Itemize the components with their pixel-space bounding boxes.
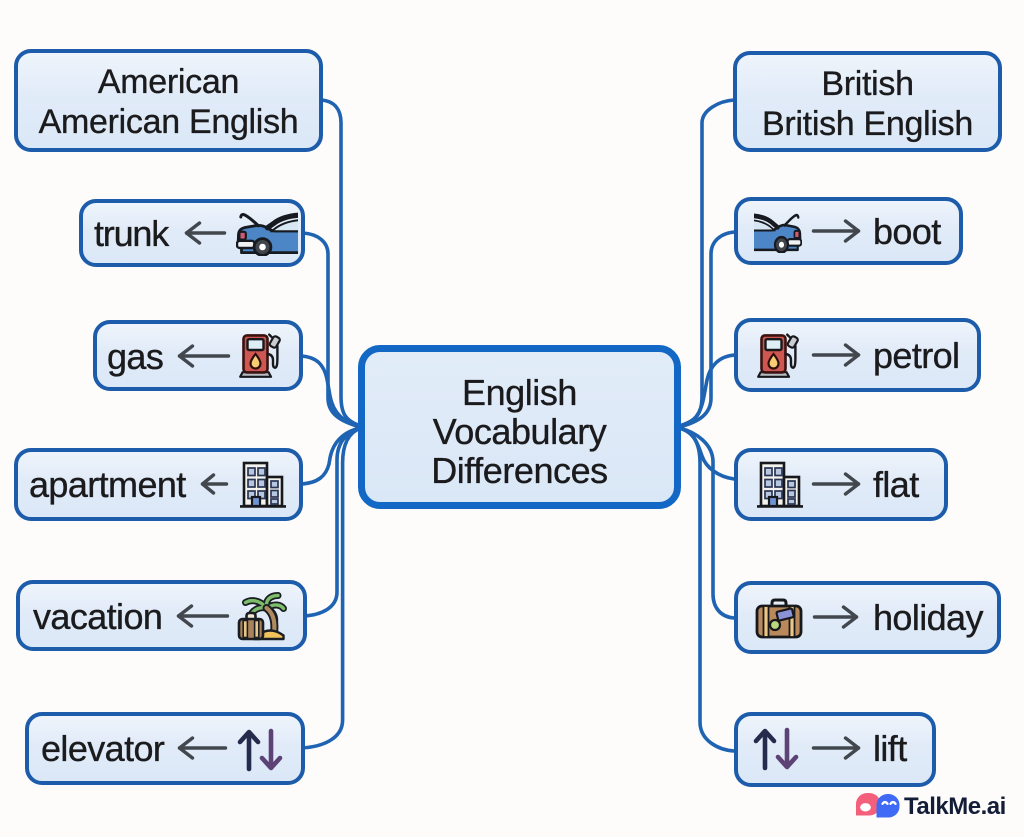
svg-text:TalkMe.ai: TalkMe.ai (904, 793, 1006, 820)
